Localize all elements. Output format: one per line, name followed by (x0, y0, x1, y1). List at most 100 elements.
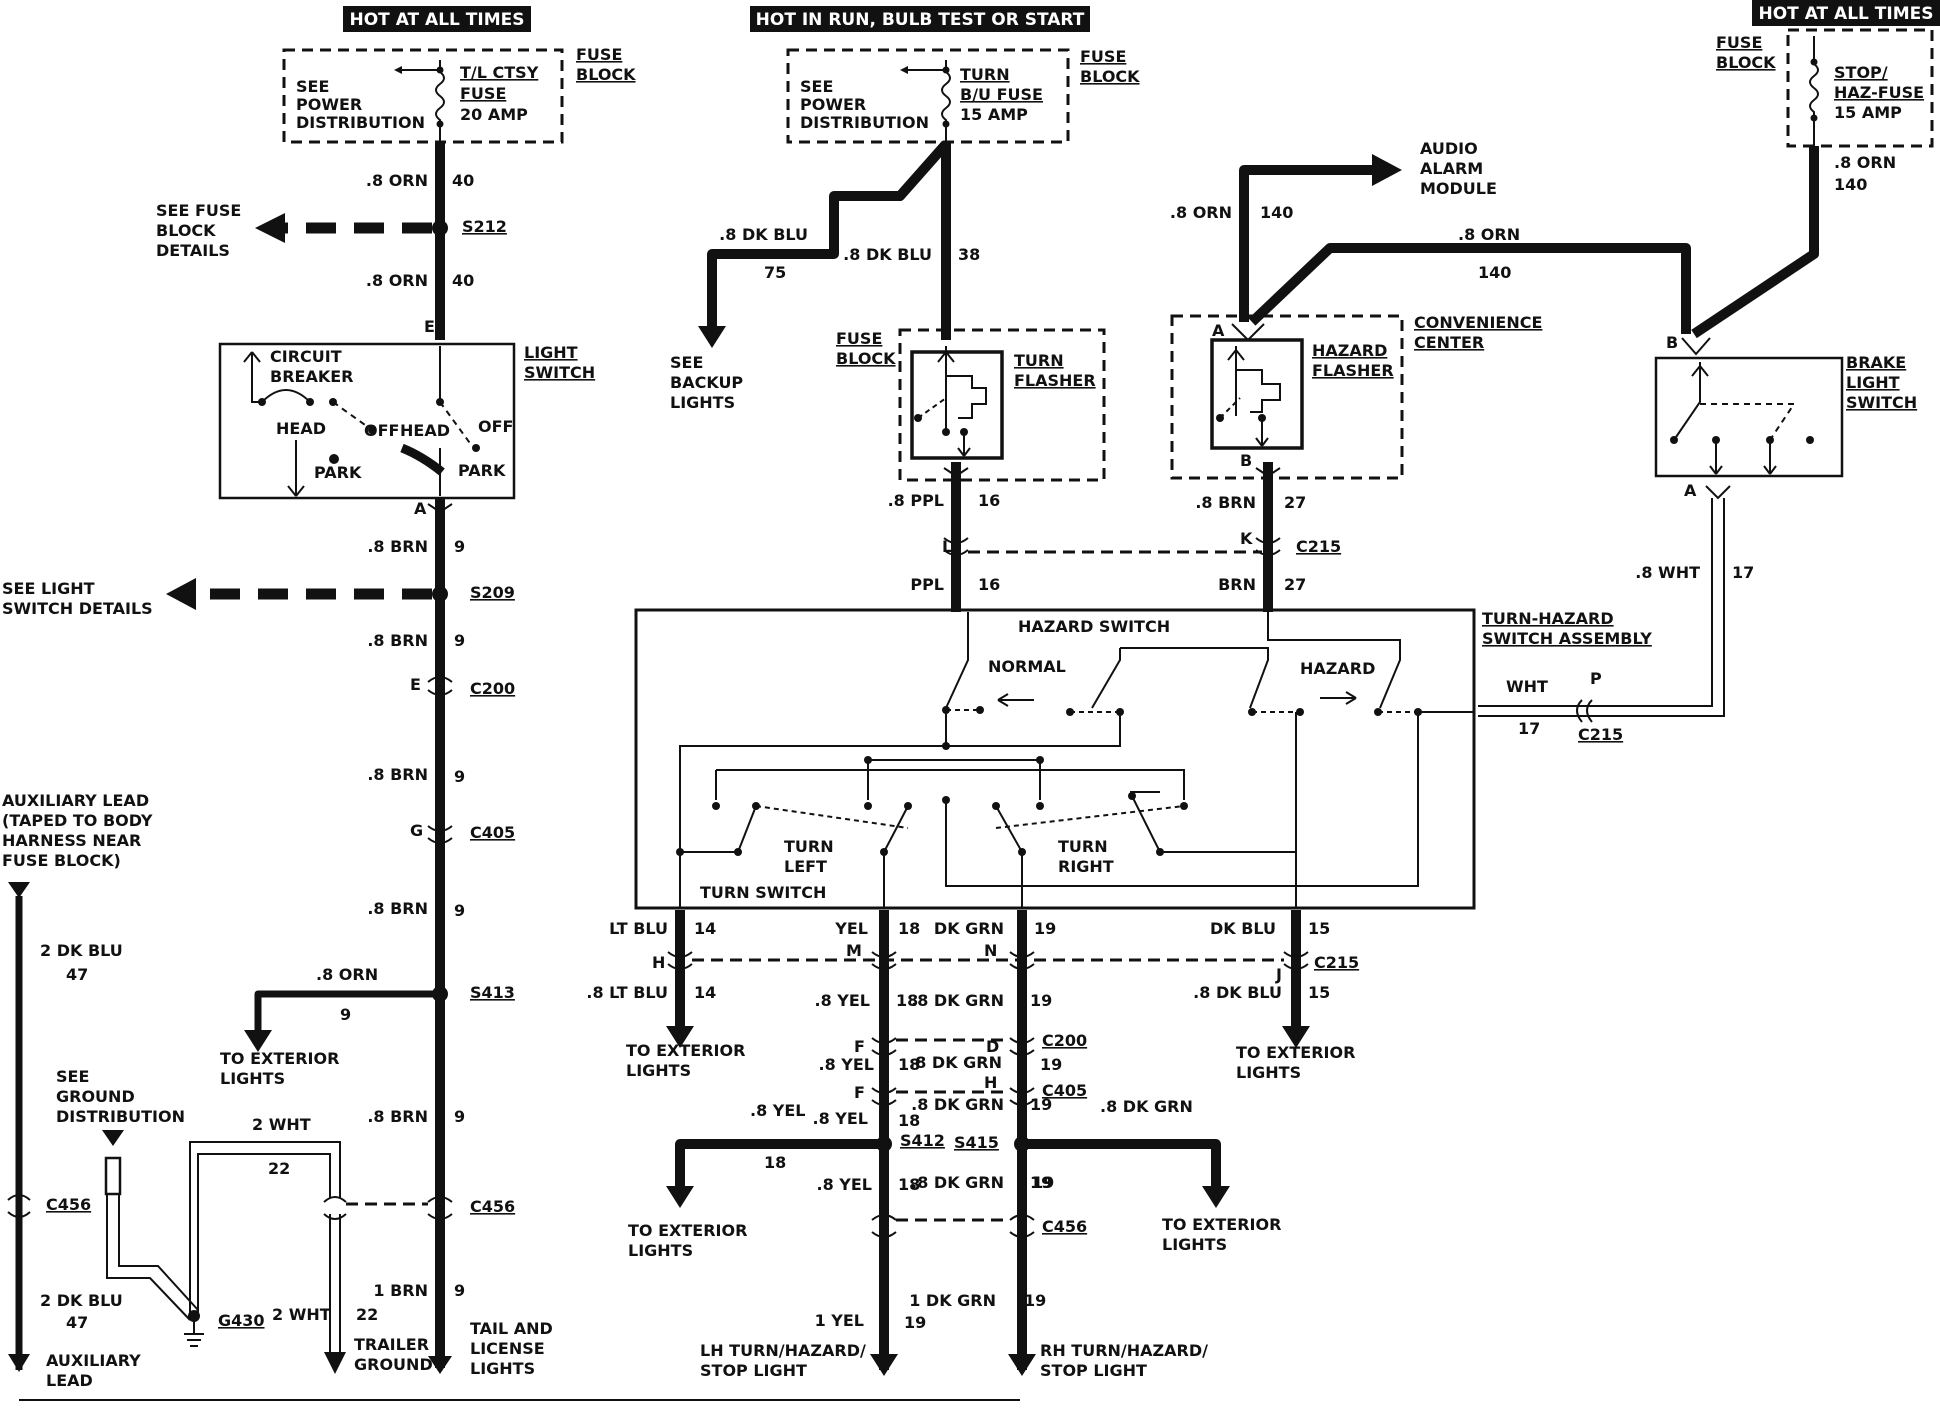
diagram-label: RH TURN/HAZARD/ (1040, 1341, 1208, 1360)
diagram-label: 9 (454, 631, 465, 650)
diagram-label: B (1666, 333, 1678, 352)
diagram-label: BLOCK (576, 65, 636, 84)
diagram-label: FUSE (576, 45, 622, 64)
diagram-label: C405 (1042, 1081, 1087, 1100)
diagram-label: .8 ORN (1170, 203, 1232, 222)
diagram-label: CIRCUIT (270, 347, 342, 366)
diagram-label: LIGHTS (670, 393, 735, 412)
diagram-label: BLOCK (1716, 53, 1776, 72)
diagram-label: 18 (898, 1055, 920, 1074)
diagram-label: POWER (296, 95, 362, 114)
header-hot-in-run: HOT IN RUN, BULB TEST OR START (750, 6, 1090, 32)
diagram-label: 2 DK BLU (40, 941, 123, 960)
diagram-label: 9 (454, 1281, 465, 1300)
diagram-label: 27 (1284, 493, 1306, 512)
diagram-label: LIGHT (524, 343, 578, 362)
diagram-label: .8 YEL (813, 1109, 869, 1128)
diagram-label: LIGHTS (626, 1061, 691, 1080)
diagram-label: E (424, 317, 435, 336)
diagram-label: PARK (458, 461, 506, 480)
diagram-label: F (854, 1083, 865, 1102)
diagram-label: B/U FUSE (960, 85, 1043, 104)
diagram-label: AUDIO (1420, 139, 1478, 158)
diagram-label: FUSE (1080, 47, 1126, 66)
diagram-label: BACKUP (670, 373, 743, 392)
diagram-label: SWITCH (1846, 393, 1917, 412)
diagram-label: M (846, 941, 862, 960)
diagram-label: SEE FUSE (156, 201, 241, 220)
diagram-label: .8 YEL (819, 1055, 875, 1074)
fuse-block-stop-haz: FUSE BLOCK STOP/ HAZ-FUSE 15 AMP (1716, 28, 1934, 148)
diagram-label: AUXILIARY (46, 1351, 141, 1370)
diagram-label: TO EXTERIOR (220, 1049, 339, 1068)
diagram-label: 22 (268, 1159, 290, 1178)
diagram-label: TO EXTERIOR (626, 1041, 745, 1060)
diagram-label: (TAPED TO BODY (2, 811, 153, 830)
diagram-label: .8 DK GRN (911, 1173, 1004, 1192)
diagram-label: A (1684, 481, 1697, 500)
diagram-label: TURN (960, 65, 1010, 84)
diagram-label: BREAKER (270, 367, 353, 386)
diagram-label: L (942, 537, 952, 556)
diagram-label: HOT AT ALL TIMES (1759, 4, 1934, 24)
diagram-label: HEAD (400, 421, 450, 440)
diagram-label: 40 (452, 171, 474, 190)
diagram-label: C456 (470, 1197, 515, 1216)
diagram-label: 27 (1284, 575, 1306, 594)
diagram-label: .8 BRN (367, 631, 428, 650)
diagram-label: HAZARD (1300, 659, 1375, 678)
diagram-label: 75 (764, 263, 786, 282)
diagram-label: TURN (1058, 837, 1108, 856)
diagram-label: TURN (784, 837, 834, 856)
diagram-label: H (652, 953, 665, 972)
diagram-label: TURN-HAZARD (1482, 609, 1614, 628)
diagram-label: D (986, 1037, 999, 1056)
fuse-block-turn-bu: SEE POWER DISTRIBUTION TURN B/U FUSE 15 … (786, 47, 1140, 144)
diagram-label: 9 (454, 767, 465, 786)
diagram-label: 19 (904, 1313, 926, 1332)
diagram-label: FLASHER (1312, 361, 1394, 380)
diagram-label: LIGHTS (220, 1069, 285, 1088)
diagram-label: B (1240, 451, 1252, 470)
diagram-label: S413 (470, 983, 515, 1002)
diagram-label: C456 (46, 1195, 91, 1214)
diagram-label: DETAILS (156, 241, 230, 260)
diagram-label: CENTER (1414, 333, 1484, 352)
diagram-label: .8 BRN (367, 899, 428, 918)
fuse-block-tl-ctsy: SEE POWER DISTRIBUTION T/L CTSY FUSE 20 … (282, 45, 636, 144)
diagram-label: DK GRN (934, 919, 1004, 938)
diagram-label: GROUND (354, 1355, 433, 1374)
diagram-label: 14 (694, 983, 716, 1002)
diagram-label: 47 (66, 1313, 88, 1332)
diagram-label: FLASHER (1014, 371, 1096, 390)
diagram-label: FUSE (460, 84, 506, 103)
diagram-label: .8 BRN (367, 765, 428, 784)
diagram-label: HAZ-FUSE (1834, 83, 1924, 102)
diagram-label: STOP LIGHT (1040, 1361, 1147, 1380)
diagram-label: FUSE BLOCK) (2, 851, 121, 870)
diagram-label: OFF (478, 417, 513, 436)
diagram-label: DISTRIBUTION (296, 113, 425, 132)
diagram-label: PPL (910, 575, 944, 594)
diagram-label: 19 (1030, 991, 1052, 1010)
diagram-label: BLOCK (836, 349, 896, 368)
diagram-label: 40 (452, 271, 474, 290)
diagram-label: FUSE (836, 329, 882, 348)
diagram-label: J (1275, 965, 1282, 984)
diagram-label: RIGHT (1058, 857, 1114, 876)
diagram-label: LIGHTS (470, 1359, 535, 1378)
diagram-label: 15 (1308, 983, 1330, 1002)
turn-hazard-switch-assembly: HAZARD SWITCH TURN-HAZARD SWITCH ASSEMBL… (634, 608, 1652, 910)
diagram-label: 19 (1034, 919, 1056, 938)
diagram-label: T/L CTSY (460, 63, 539, 82)
diagram-label: .8 DK BLU (1193, 983, 1282, 1002)
diagram-label: 140 (1834, 175, 1867, 194)
diagram-label: LIGHTS (628, 1241, 693, 1260)
diagram-label: HOT AT ALL TIMES (350, 10, 525, 30)
diagram-label: S212 (462, 217, 507, 236)
diagram-label: A (414, 499, 427, 518)
diagram-label: HEAD (276, 419, 326, 438)
diagram-label: 18 (764, 1153, 786, 1172)
diagram-label: A (1212, 321, 1225, 340)
